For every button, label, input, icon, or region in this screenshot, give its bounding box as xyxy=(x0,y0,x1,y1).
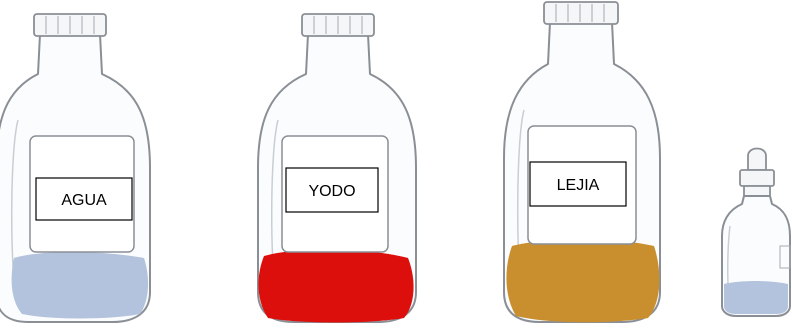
bottle-yodo: YODO xyxy=(257,13,417,323)
label-agua: AGUA xyxy=(61,192,107,209)
liquid-agua xyxy=(11,252,149,319)
dropper-collar xyxy=(739,169,775,187)
label-box-yodo xyxy=(285,167,379,213)
label-box-agua xyxy=(35,177,133,221)
label-box-lejia xyxy=(529,161,627,207)
label-lejia: LEJIA xyxy=(557,177,600,194)
dropper-neck xyxy=(743,185,771,197)
dropper-label-tab xyxy=(779,245,791,269)
bottle-agua: AGUA xyxy=(0,13,151,323)
label-yodo: YODO xyxy=(308,183,355,200)
liquid-lejia xyxy=(506,239,660,323)
dropper-bottle xyxy=(721,147,791,317)
cap-lejia xyxy=(543,1,619,25)
bottle-lejia: LEJIA xyxy=(503,1,661,323)
dropper-bulb xyxy=(747,147,767,171)
liquid-dropper xyxy=(724,281,788,314)
liquid-yodo xyxy=(258,249,414,323)
